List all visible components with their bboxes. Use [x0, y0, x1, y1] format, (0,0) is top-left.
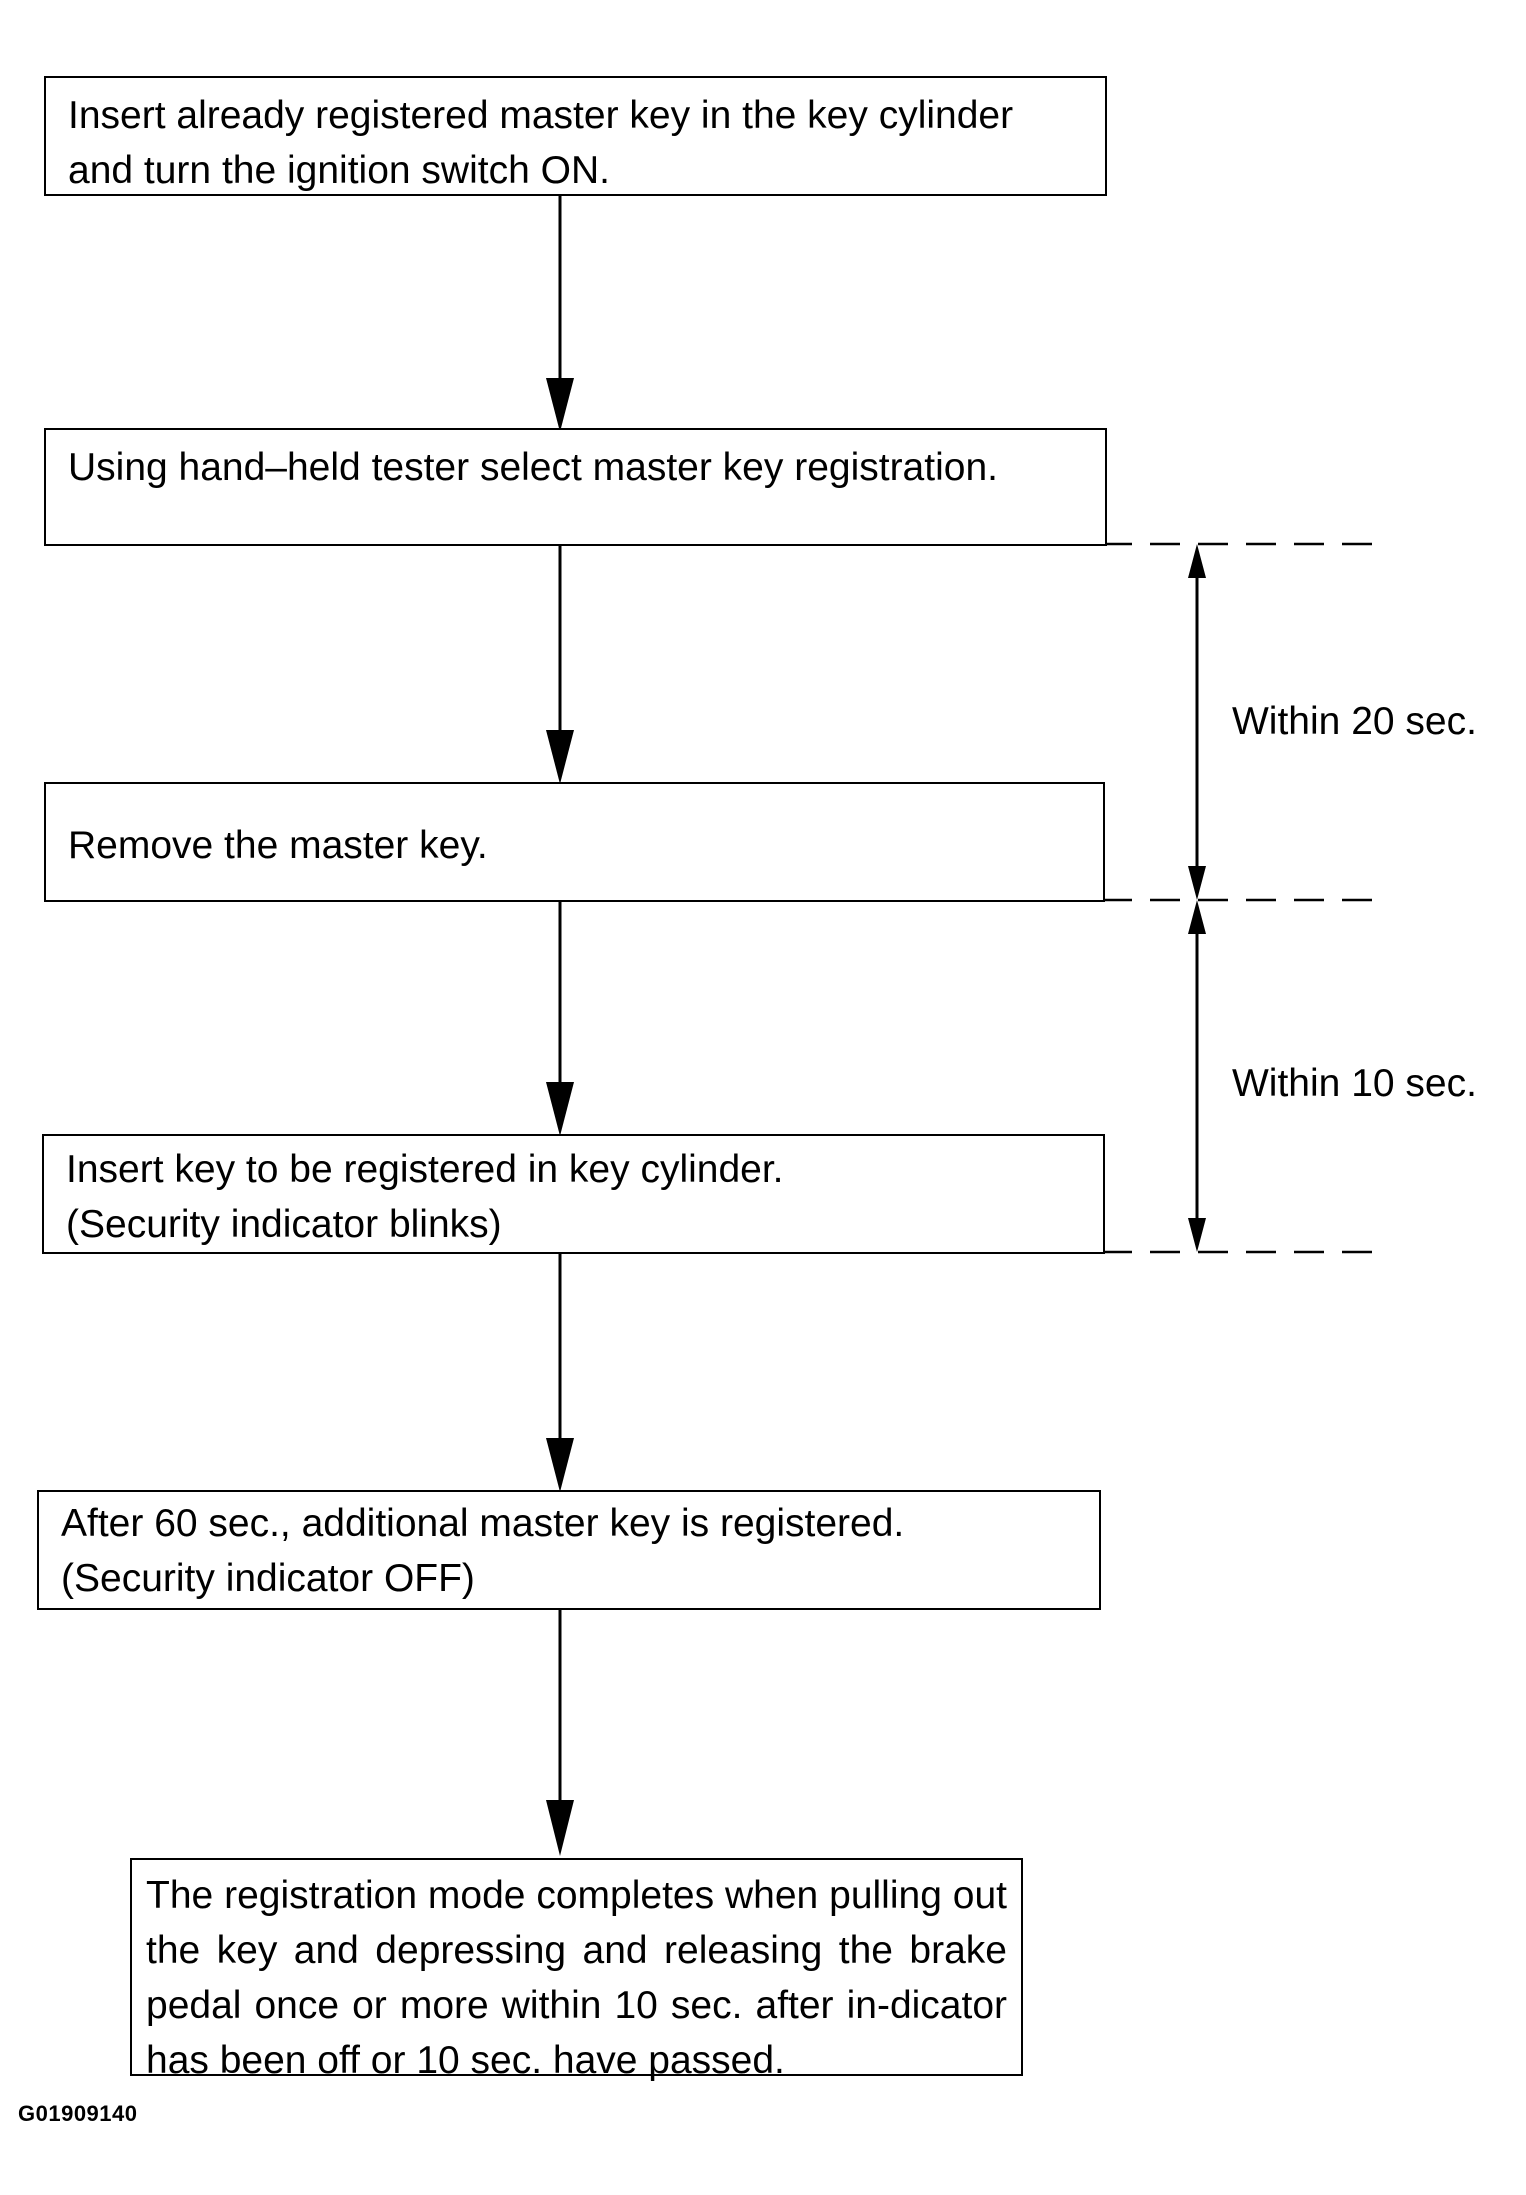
- step-4-line-1: Insert key to be registered in key cylin…: [66, 1148, 784, 1191]
- step-6-box: The registration mode completes when pul…: [130, 1858, 1023, 2082]
- flow-arrow-3-4: [546, 900, 574, 1136]
- flow-arrow-5-6: [546, 1608, 574, 1856]
- timing-label-20-sec: Within 20 sec.: [1232, 700, 1477, 743]
- step-3-box: Remove the master key.: [44, 782, 1105, 902]
- step-4-line-2: (Security indicator blinks): [66, 1203, 502, 1246]
- step-1-line-1: Insert already registered master key in …: [68, 94, 1014, 137]
- timing-arrow-20-sec: [1188, 544, 1206, 900]
- step-2-box: Using hand–held tester select master key…: [44, 428, 1107, 546]
- timing-label-10-sec: Within 10 sec.: [1232, 1062, 1477, 1105]
- step-2-line-1: Using hand–held tester select master key…: [68, 446, 998, 489]
- flow-arrow-2-3: [546, 544, 574, 784]
- step-5-box: After 60 sec., additional master key is …: [37, 1490, 1101, 1610]
- step-5-line-2: (Security indicator OFF): [61, 1557, 475, 1600]
- figure-code: G01909140: [18, 2101, 138, 2126]
- step-4-box: Insert key to be registered in key cylin…: [42, 1134, 1105, 1254]
- step-5-line-1: After 60 sec., additional master key is …: [61, 1502, 905, 1545]
- step-1-box: Insert already registered master key in …: [44, 76, 1107, 196]
- flow-arrow-4-5: [546, 1252, 574, 1492]
- flow-arrow-1-2: [546, 196, 574, 432]
- step-3-line-1: Remove the master key.: [68, 824, 488, 867]
- timing-arrow-10-sec: [1188, 900, 1206, 1252]
- step-6-text: The registration mode completes when pul…: [146, 1874, 1007, 2082]
- step-1-line-2: and turn the ignition switch ON.: [68, 149, 610, 192]
